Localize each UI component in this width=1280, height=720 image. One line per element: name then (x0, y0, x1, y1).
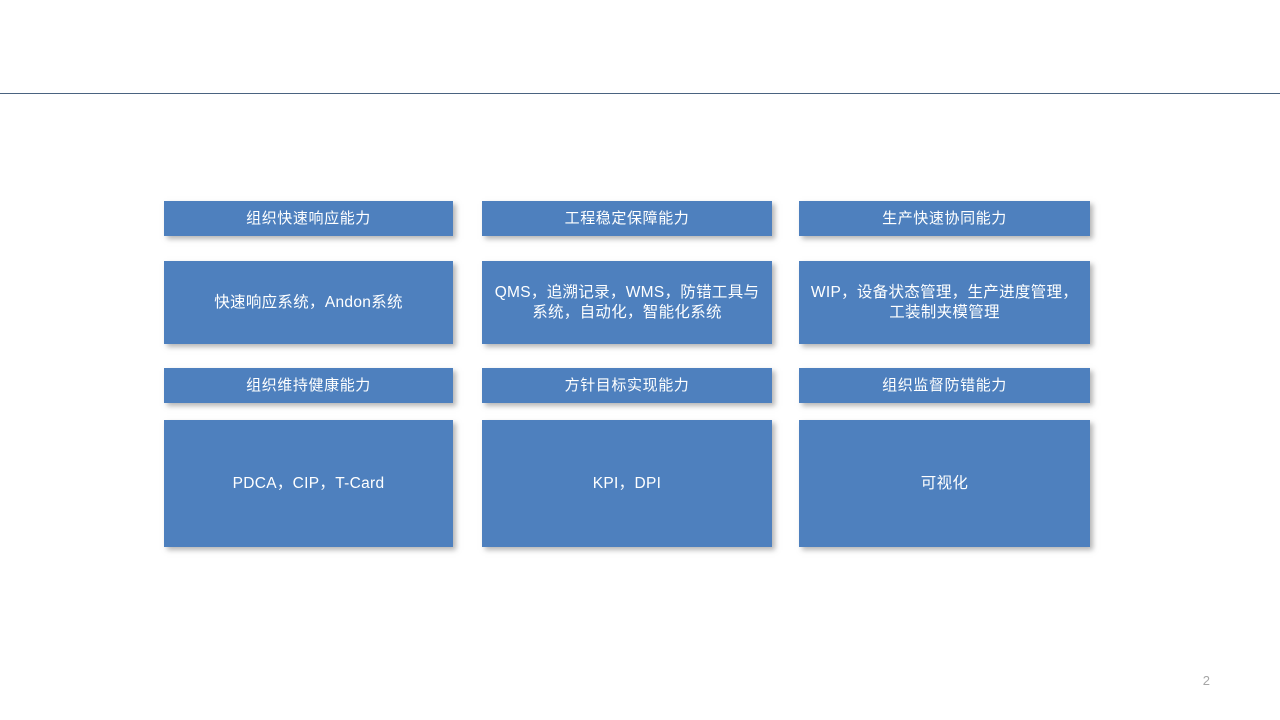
capability-header-box[interactable]: 组织快速响应能力 (164, 201, 453, 236)
capability-header-box[interactable]: 组织维持健康能力 (164, 368, 453, 403)
capability-matrix: 组织快速响应能力 快速响应系统，Andon系统 组织维持健康能力 PDCA，CI… (164, 201, 1090, 547)
slide-title-area (0, 20, 1280, 90)
capability-header-box[interactable]: 生产快速协同能力 (799, 201, 1090, 236)
capability-column-3: 生产快速协同能力 WIP，设备状态管理，生产进度管理，工装制夹模管理 组织监督防… (799, 201, 1090, 547)
capability-body-box[interactable]: KPI，DPI (482, 420, 772, 547)
capability-body-box[interactable]: WIP，设备状态管理，生产进度管理，工装制夹模管理 (799, 261, 1090, 344)
capability-body-box[interactable]: 快速响应系统，Andon系统 (164, 261, 453, 344)
capability-header-box[interactable]: 方针目标实现能力 (482, 368, 772, 403)
capability-column-2: 工程稳定保障能力 QMS，追溯记录，WMS，防错工具与系统，自动化，智能化系统 … (482, 201, 772, 547)
capability-header-box[interactable]: 组织监督防错能力 (799, 368, 1090, 403)
capability-header-box[interactable]: 工程稳定保障能力 (482, 201, 772, 236)
capability-body-box[interactable]: 可视化 (799, 420, 1090, 547)
capability-body-box[interactable]: QMS，追溯记录，WMS，防错工具与系统，自动化，智能化系统 (482, 261, 772, 344)
capability-column-1: 组织快速响应能力 快速响应系统，Andon系统 组织维持健康能力 PDCA，CI… (164, 201, 453, 547)
title-divider (0, 93, 1280, 94)
page-number: 2 (1202, 673, 1210, 688)
capability-body-box[interactable]: PDCA，CIP，T-Card (164, 420, 453, 547)
